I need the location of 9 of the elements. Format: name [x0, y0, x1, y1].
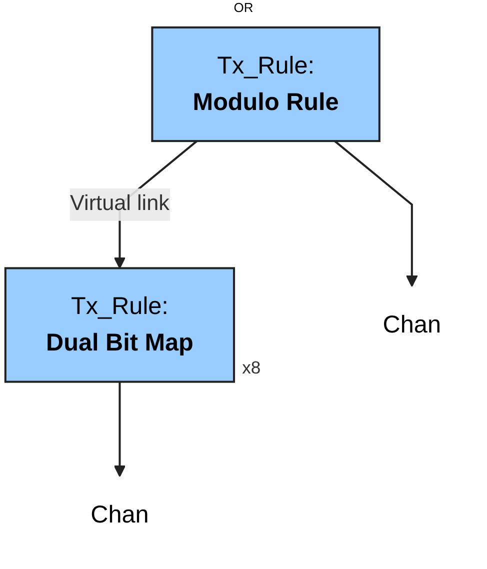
note-text: OR: [234, 0, 254, 15]
multiplier-note: x8: [242, 358, 261, 378]
edge-label: Virtual link: [70, 192, 170, 216]
arrow: [114, 382, 126, 478]
node-box: Tx_Rule: Dual Bit Map: [4, 267, 236, 383]
node-box: Tx_Rule: Modulo Rule: [151, 26, 380, 142]
arrow: [334, 140, 418, 287]
node-text: Chan: [382, 310, 442, 338]
node-text: Chan: [90, 500, 149, 528]
